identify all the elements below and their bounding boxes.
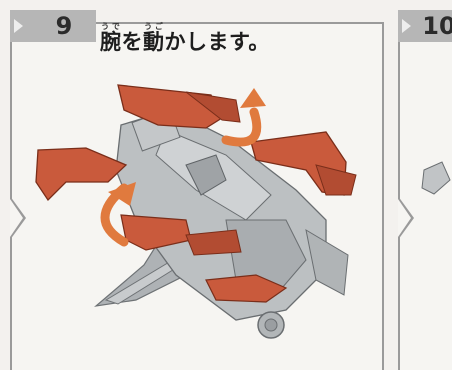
robot-illustration [35, 84, 357, 339]
title-particle: を [121, 30, 143, 54]
robot-illustration-next [421, 161, 451, 195]
rotate-arrow-icon-left [100, 182, 136, 247]
robot-leg-orange [205, 274, 288, 303]
step-badge: 9 [10, 10, 96, 42]
step-number-next: 10 [416, 10, 452, 42]
step-badge-next: 10 [398, 10, 452, 42]
title-kanji-ugo: 動うご [143, 22, 165, 54]
title-kanji-ude: 腕うで [100, 22, 122, 54]
rotate-arrow-icon [221, 88, 266, 147]
step-number: 9 [28, 10, 96, 42]
chevron-right-icon-inner [10, 199, 23, 237]
chevron-right-icon-next-inner [398, 199, 411, 237]
play-triangle-icon-next [398, 10, 416, 42]
step-title: 腕うでを動うごかします。 [100, 22, 270, 56]
robot-arm-left [35, 147, 128, 202]
play-triangle-icon [10, 10, 28, 42]
title-rest: かします。 [164, 30, 270, 54]
